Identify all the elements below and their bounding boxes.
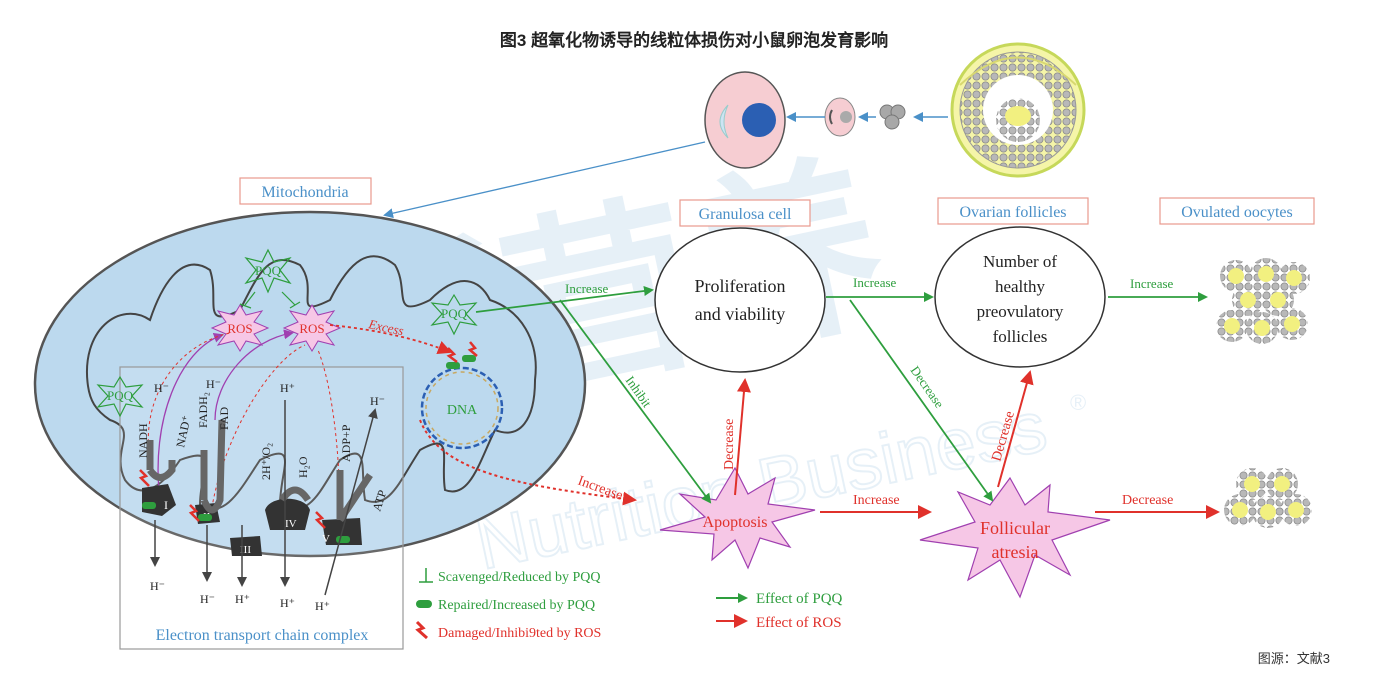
figure-title: 图3 超氧化物诱导的线粒体损伤对小鼠卵泡发育影响 <box>500 30 888 50</box>
svg-text:NADH: NADH <box>136 423 150 458</box>
svg-text:Mitochondria: Mitochondria <box>261 184 348 201</box>
svg-text:III: III <box>240 544 251 556</box>
healthy-follicles-node: Number of healthy preovulatory follicles <box>934 226 1106 368</box>
svg-text:ATP: ATP <box>370 488 390 513</box>
svg-text:Damaged/Inhibi9ted by ROS: Damaged/Inhibi9ted by ROS <box>438 626 601 641</box>
svg-text:H⁻: H⁻ <box>150 579 165 593</box>
legend-effects: Effect of PQQ Effect of ROS <box>716 591 843 631</box>
increase-healthy-ovulated: Increase <box>1130 276 1174 291</box>
small-oocyte <box>824 97 856 137</box>
svg-text:Apoptosis: Apoptosis <box>703 514 768 531</box>
follicle-development <box>383 42 1086 219</box>
ovarian-label-box: Ovarian follicles <box>937 197 1089 225</box>
svg-text:PQQ: PQQ <box>107 388 134 403</box>
increase-apoptosis-atresia: Increase <box>853 493 900 508</box>
svg-text:atresia: atresia <box>992 542 1039 562</box>
mito-dna: DNA <box>420 341 504 450</box>
svg-text:Scavenged/Reduced by PQQ: Scavenged/Reduced by PQQ <box>438 570 601 585</box>
svg-text:Ovulated oocytes: Ovulated oocytes <box>1181 204 1293 221</box>
ros-star-right: ROS <box>282 304 342 352</box>
svg-text:IV: IV <box>285 518 297 530</box>
oocyte-cluster-increase <box>1216 258 1310 344</box>
svg-text:H⁻: H⁻ <box>200 592 215 606</box>
proliferation-node: Proliferation and viability <box>654 227 826 373</box>
svg-text:FADH₂: FADH₂ <box>196 392 210 428</box>
svg-text:DNA: DNA <box>447 403 478 418</box>
increase-pqq-proliferation: Increase <box>565 281 609 296</box>
svg-text:preovulatory: preovulatory <box>977 302 1064 321</box>
primary-cells <box>879 104 906 130</box>
svg-text:PQQ: PQQ <box>441 306 468 321</box>
antral-follicle <box>950 42 1086 178</box>
decrease-apoptosis-proliferation: Decrease <box>722 419 737 470</box>
svg-text:H⁺: H⁺ <box>315 599 330 613</box>
svg-text:H⁺: H⁺ <box>235 592 250 606</box>
decrease-atresia-ovulated: Decrease <box>1122 493 1173 508</box>
etc-text: NADH NAD⁺ FADH₂ FAD 2H⁺/O₂ H₂O ADP+P ATP… <box>136 377 390 613</box>
svg-text:H⁺: H⁺ <box>280 596 295 610</box>
etc-arrows <box>146 400 378 596</box>
svg-text:FAD: FAD <box>217 407 231 430</box>
svg-text:follicles: follicles <box>993 327 1048 346</box>
svg-text:®: ® <box>1070 390 1086 415</box>
svg-text:healthy: healthy <box>995 277 1046 296</box>
svg-text:H₂O: H₂O <box>296 456 310 478</box>
source-note: 图源：文献3 <box>1258 651 1330 666</box>
svg-text:Granulosa cell: Granulosa cell <box>699 206 792 223</box>
etc-label: Electron transport chain complex <box>156 627 369 644</box>
svg-text:2H⁺/O₂: 2H⁺/O₂ <box>259 443 273 480</box>
svg-text:Follicular: Follicular <box>980 518 1050 538</box>
svg-text:Proliferation: Proliferation <box>695 276 786 296</box>
svg-text:I: I <box>164 498 168 512</box>
pqq-star-mid: PQQ <box>430 293 478 336</box>
decrease-proliferation-atresia: Decrease <box>908 363 948 411</box>
svg-text:Effect of ROS: Effect of ROS <box>756 615 842 631</box>
svg-text:NAD⁺: NAD⁺ <box>173 414 193 449</box>
svg-text:H⁺: H⁺ <box>280 381 295 395</box>
svg-text:V: V <box>322 533 330 545</box>
atresia-node: Follicular atresia <box>919 476 1111 599</box>
granulosa-label-box: Granulosa cell <box>679 199 811 227</box>
svg-text:Effect of PQQ: Effect of PQQ <box>756 591 843 607</box>
increase-proliferation-healthy: Increase <box>853 275 897 290</box>
ovulated-label-box: Ovulated oocytes <box>1159 197 1315 225</box>
svg-text:H⁻: H⁻ <box>370 394 385 408</box>
svg-text:PQQ: PQQ <box>255 263 282 278</box>
svg-text:and viability: and viability <box>695 304 785 324</box>
legend-mito: Scavenged/Reduced by PQQ Repaired/Increa… <box>415 568 601 641</box>
svg-text:ADP+P: ADP+P <box>339 424 353 462</box>
oocyte-cell <box>704 71 786 169</box>
apoptosis-node: Apoptosis <box>659 466 816 570</box>
svg-text:Repaired/Increased by PQQ: Repaired/Increased by PQQ <box>438 598 595 613</box>
svg-text:H⁻: H⁻ <box>206 377 221 391</box>
pqq-star-top: PQQ <box>244 248 292 294</box>
svg-text:ROS: ROS <box>299 321 324 336</box>
mitochondria-label-box: Mitochondria <box>239 177 372 205</box>
svg-text:Number of: Number of <box>983 252 1057 271</box>
svg-text:ROS: ROS <box>227 321 252 336</box>
pqq-star-left: PQQ <box>96 375 144 418</box>
excess-label: Excess <box>366 316 405 338</box>
svg-text:Ovarian follicles: Ovarian follicles <box>959 204 1066 221</box>
svg-text:H⁻: H⁻ <box>154 381 169 395</box>
ros-star-left: ROS <box>210 304 270 352</box>
oocyte-cluster-decrease <box>1224 468 1312 528</box>
